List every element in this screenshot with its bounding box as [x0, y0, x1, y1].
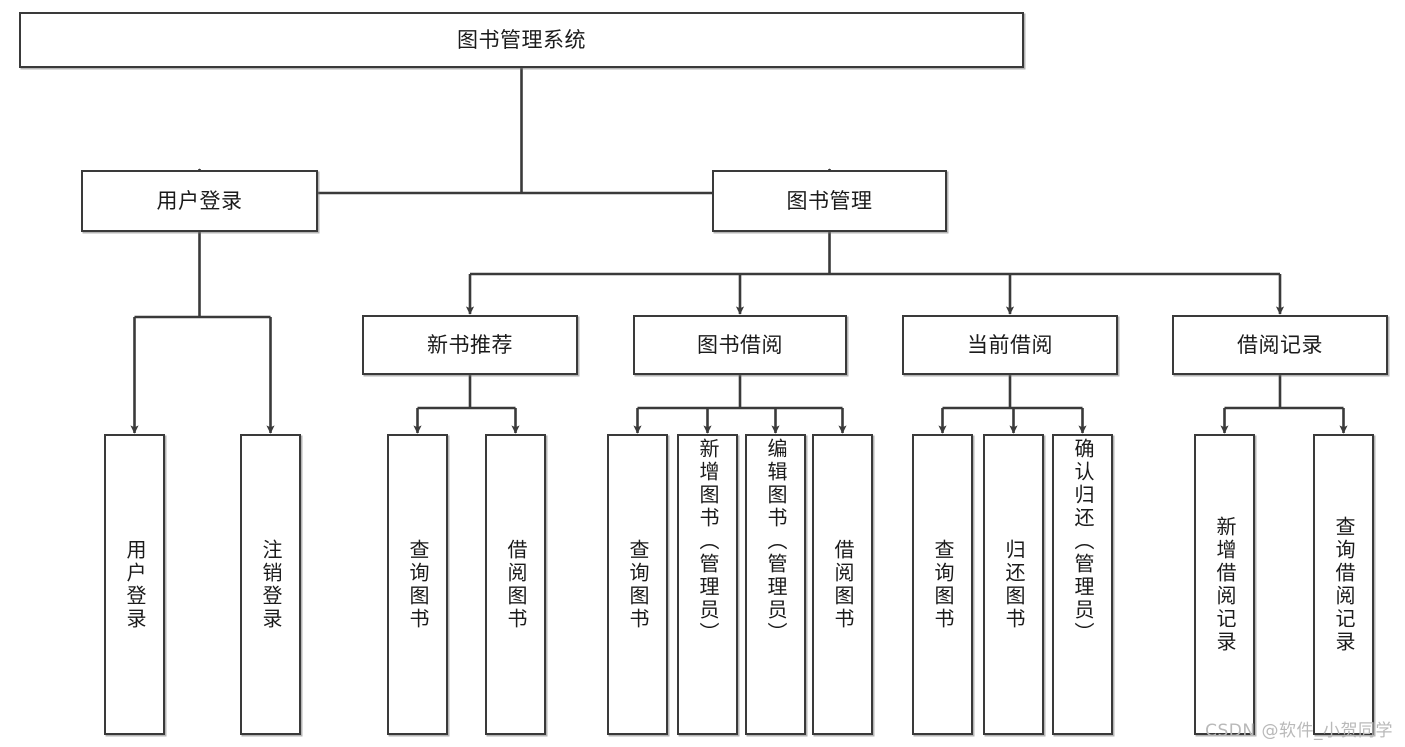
node-new-book-recommend-label: 新书推荐 — [427, 332, 513, 357]
leaf-user-login[interactable]: 用户登录 — [104, 434, 165, 735]
leaf-confirm-return-admin[interactable]: 确认归还（管理员） — [1052, 434, 1113, 735]
node-current-borrow-label: 当前借阅 — [967, 332, 1053, 357]
leaf-query-borrow-record[interactable]: 查询借阅记录 — [1313, 434, 1374, 735]
leaf-add-book-admin-label: 新增图书（管理员） — [696, 438, 720, 645]
leaf-edit-book-admin-label: 编辑图书（管理员） — [764, 438, 788, 645]
leaf-user-logout[interactable]: 注销登录 — [240, 434, 301, 735]
node-book-borrow[interactable]: 图书借阅 — [633, 315, 847, 375]
leaf-borrow-book-label: 借阅图书 — [831, 538, 855, 631]
leaf-query-borrow-record-label: 查询借阅记录 — [1332, 515, 1356, 654]
leaf-user-login-label: 用户登录 — [123, 538, 147, 631]
node-root-label: 图书管理系统 — [457, 27, 586, 52]
leaf-borrow-query-book-label: 查询图书 — [626, 538, 650, 631]
leaf-current-query-book[interactable]: 查询图书 — [912, 434, 973, 735]
leaf-borrow-book[interactable]: 借阅图书 — [812, 434, 873, 735]
leaf-recommend-borrow-book[interactable]: 借阅图书 — [485, 434, 546, 735]
leaf-return-book-label: 归还图书 — [1002, 538, 1026, 631]
node-borrow-record[interactable]: 借阅记录 — [1172, 315, 1388, 375]
node-borrow-record-label: 借阅记录 — [1237, 332, 1323, 357]
node-book-management-module-label: 图书管理 — [786, 188, 873, 213]
leaf-current-query-book-label: 查询图书 — [931, 538, 955, 631]
leaf-confirm-return-admin-label: 确认归还（管理员） — [1071, 438, 1095, 645]
leaf-recommend-borrow-book-label: 借阅图书 — [504, 538, 528, 631]
node-book-management-module[interactable]: 图书管理 — [712, 170, 947, 232]
node-current-borrow[interactable]: 当前借阅 — [902, 315, 1118, 375]
leaf-add-book-admin[interactable]: 新增图书（管理员） — [677, 434, 738, 735]
node-user-login-module[interactable]: 用户登录 — [81, 170, 318, 232]
leaf-recommend-query-book-label: 查询图书 — [406, 538, 430, 631]
node-root[interactable]: 图书管理系统 — [19, 12, 1024, 68]
leaf-return-book[interactable]: 归还图书 — [983, 434, 1044, 735]
leaf-add-borrow-record[interactable]: 新增借阅记录 — [1194, 434, 1255, 735]
node-book-borrow-label: 图书借阅 — [697, 332, 783, 357]
leaf-borrow-query-book[interactable]: 查询图书 — [607, 434, 668, 735]
leaf-user-logout-label: 注销登录 — [259, 538, 283, 631]
node-new-book-recommend[interactable]: 新书推荐 — [362, 315, 578, 375]
leaf-recommend-query-book[interactable]: 查询图书 — [387, 434, 448, 735]
node-user-login-module-label: 用户登录 — [156, 188, 243, 213]
leaf-add-borrow-record-label: 新增借阅记录 — [1213, 515, 1237, 654]
leaf-edit-book-admin[interactable]: 编辑图书（管理员） — [745, 434, 806, 735]
